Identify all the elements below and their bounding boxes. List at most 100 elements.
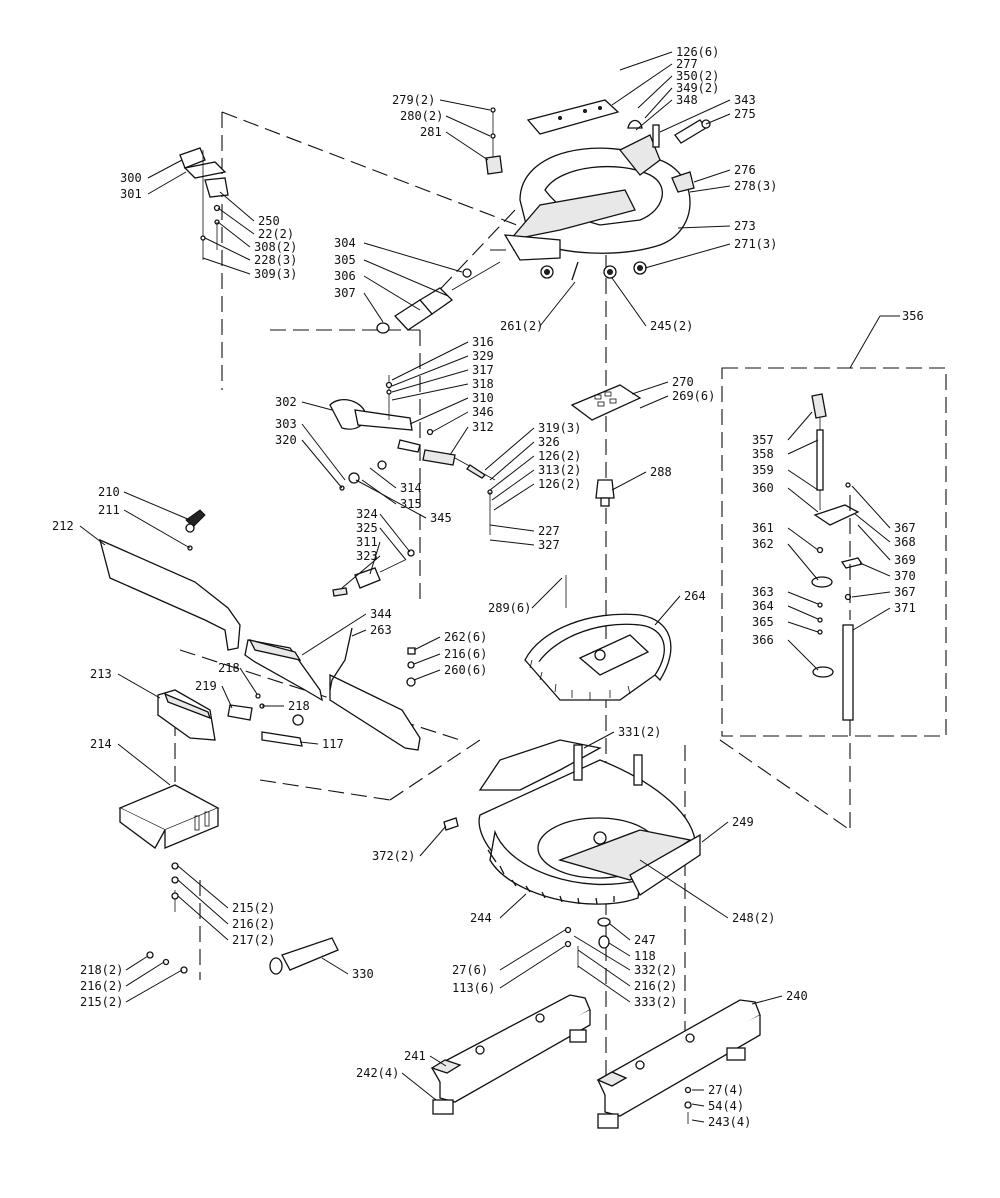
part-callout-label: 261(2) xyxy=(500,319,543,333)
part-callout-label: 217(2) xyxy=(232,933,275,947)
leader-line xyxy=(217,221,251,248)
leader-line xyxy=(391,383,469,401)
part-callout-label: 300 xyxy=(120,171,142,185)
part-callout-label: 314 xyxy=(400,481,422,495)
part-callout-label: 263 xyxy=(370,623,392,637)
leader-line xyxy=(539,281,576,327)
part-callout-label: 278(3) xyxy=(734,179,777,193)
part-callout-label: 219 xyxy=(195,679,217,693)
leader-line xyxy=(445,131,489,161)
leader-line xyxy=(413,669,441,681)
part-callout-label: 211 xyxy=(98,503,120,517)
part-callout-label: 270 xyxy=(672,375,694,389)
leader-line xyxy=(125,969,183,1003)
leader-line xyxy=(419,825,447,857)
leader-line xyxy=(219,191,255,222)
part-callout-label: 331(2) xyxy=(618,725,661,739)
leader-line xyxy=(851,485,891,529)
part-callout-label: 323 xyxy=(356,549,378,563)
bolt-261 xyxy=(571,261,579,281)
part-callout-label: 326 xyxy=(538,435,560,449)
leader-line xyxy=(363,292,384,323)
part-callout-label: 216(2) xyxy=(634,979,677,993)
part-callout-label: 360 xyxy=(752,481,774,495)
leader-line xyxy=(577,949,631,987)
top-plate-277 xyxy=(526,99,620,135)
leader-line xyxy=(125,961,165,987)
leader-line xyxy=(644,87,673,119)
leader-line xyxy=(431,411,469,433)
leg-241 xyxy=(430,994,591,1115)
knob-304-307 xyxy=(376,261,501,334)
screws-27-54-243 xyxy=(684,1086,692,1124)
leader-line xyxy=(401,1072,437,1101)
part-callout-label: 228(3) xyxy=(254,253,297,267)
leader-line xyxy=(484,427,535,471)
part-callout-label: 372(2) xyxy=(372,849,415,863)
part-callout-label: 280(2) xyxy=(400,109,443,123)
part-callout-label: 227 xyxy=(538,524,560,538)
fence-212 xyxy=(99,538,241,651)
leader-line xyxy=(204,237,251,261)
part-callout-label: 22(2) xyxy=(258,227,294,241)
part-callout-label: 281 xyxy=(420,125,442,139)
part-callout-label: 369 xyxy=(894,553,916,567)
leader-line xyxy=(583,731,615,749)
linkage-302 xyxy=(329,375,496,535)
part-callout-label: 27(4) xyxy=(708,1083,744,1097)
leader-line xyxy=(301,423,346,481)
leader-line xyxy=(413,636,441,651)
leader-line xyxy=(691,1119,705,1123)
leader-line xyxy=(177,865,229,909)
leader-line xyxy=(787,469,819,491)
leader-line xyxy=(619,51,673,71)
leader-line xyxy=(409,397,469,425)
parts-247-118 xyxy=(564,917,611,968)
leader-line xyxy=(369,467,397,489)
part-callout-label: 54(4) xyxy=(708,1099,744,1113)
screws-262 xyxy=(406,647,416,687)
leader-line xyxy=(787,591,819,605)
leader-line xyxy=(379,527,407,561)
part-callout-label: 356 xyxy=(902,309,924,323)
leader-line xyxy=(351,629,367,637)
part-callout-label: 118 xyxy=(634,949,656,963)
leader-line xyxy=(445,115,491,137)
leader-line xyxy=(611,63,673,106)
leader-line xyxy=(125,955,149,971)
part-callout-label: 215(2) xyxy=(232,901,275,915)
part-callout-label: 242(4) xyxy=(356,1066,399,1080)
part-callout-label: 349(2) xyxy=(676,81,719,95)
part-callout-label: 213 xyxy=(90,667,112,681)
part-callout-label: 117 xyxy=(322,737,344,751)
part-callout-label: 215(2) xyxy=(80,995,123,1009)
part-callout-label: 304 xyxy=(334,236,356,250)
part-callout-label: 301 xyxy=(120,187,142,201)
leader-line xyxy=(631,381,669,395)
part-callout-label: 214 xyxy=(90,737,112,751)
part-callout-label: 309(3) xyxy=(254,267,297,281)
leader-line xyxy=(691,1103,705,1107)
leader-line xyxy=(705,113,731,125)
part-callout-label: 348 xyxy=(676,93,698,107)
part-callout-label: 345 xyxy=(430,511,452,525)
leader-line xyxy=(854,513,891,543)
leader-line xyxy=(639,395,669,409)
leader-line xyxy=(851,591,891,598)
part-callout-label: 325 xyxy=(356,521,378,535)
leader-line xyxy=(693,169,731,183)
leader-line xyxy=(608,942,631,957)
leader-line xyxy=(489,539,535,546)
part-callout-label: 262(6) xyxy=(444,630,487,644)
leader-line xyxy=(489,455,535,491)
leader-line xyxy=(751,995,783,1005)
part-callout-label: 357 xyxy=(752,433,774,447)
clip-281 xyxy=(485,107,503,175)
post-288 xyxy=(595,479,615,507)
leader-line xyxy=(857,524,891,561)
part-callout-label: 305 xyxy=(334,253,356,267)
spring-311-323 xyxy=(332,549,415,597)
part-callout-label: 216(6) xyxy=(444,647,487,661)
